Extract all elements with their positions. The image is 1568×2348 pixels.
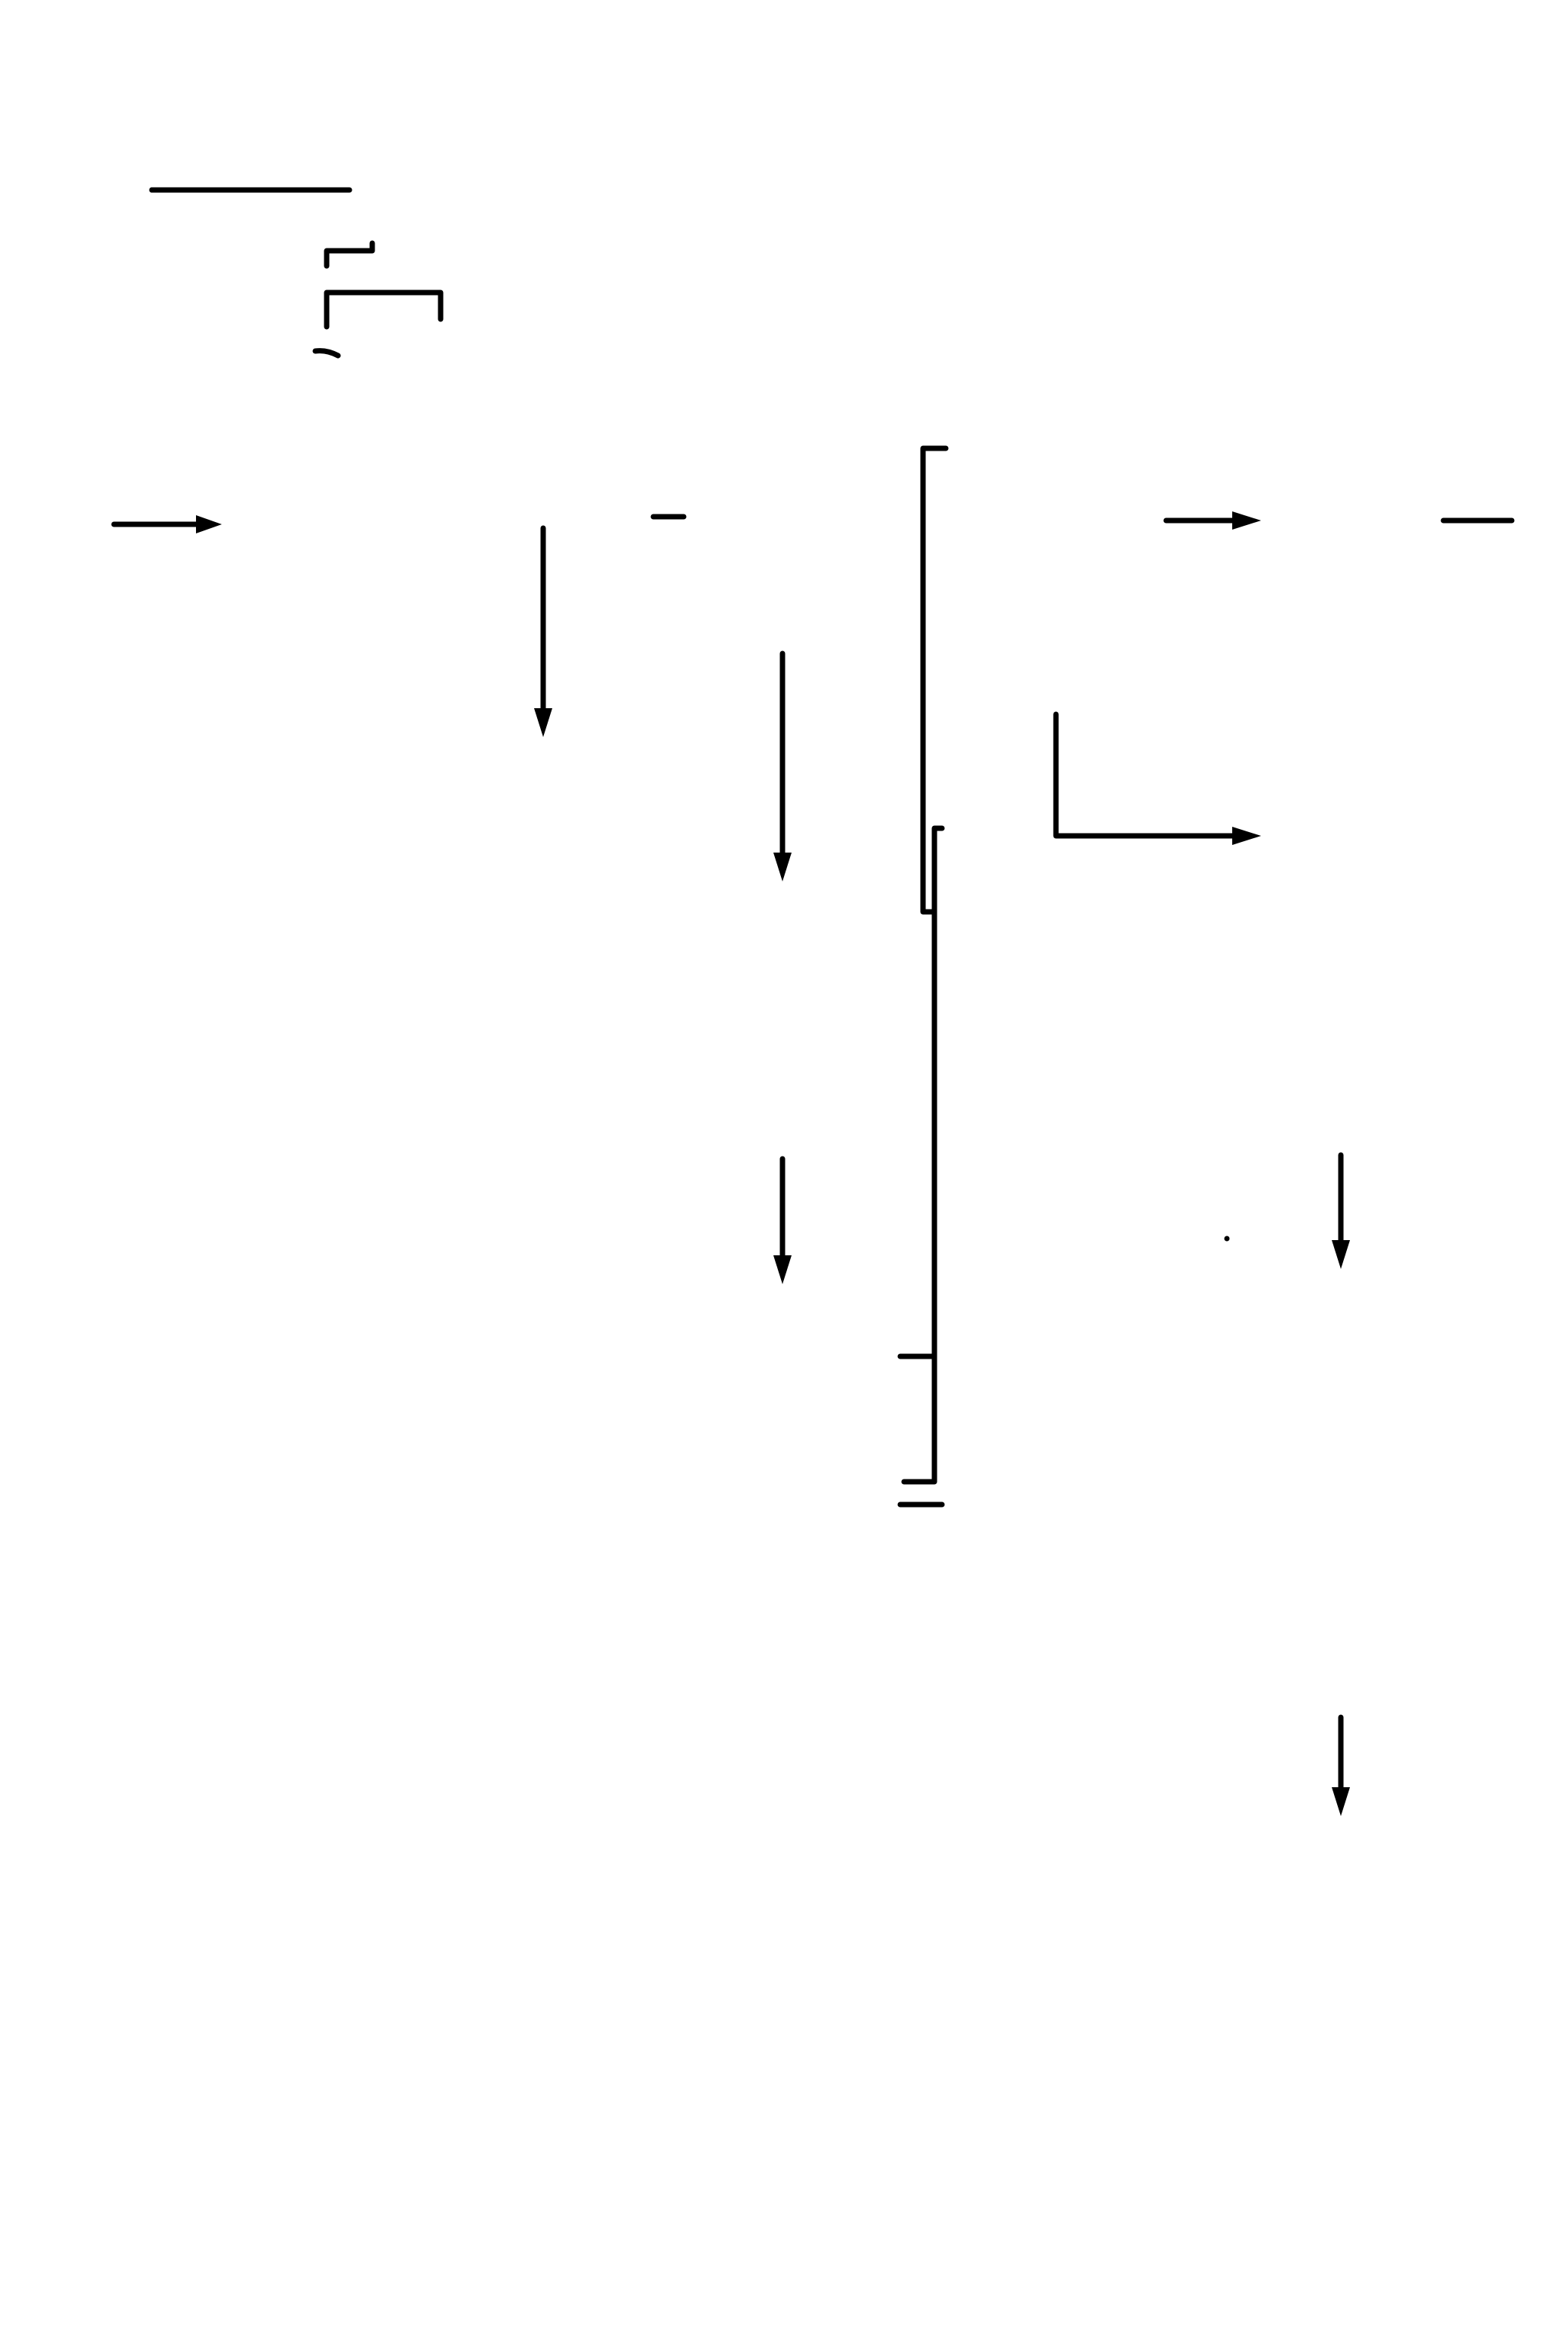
arrowhead-753: [534, 708, 552, 737]
entry-tick: [315, 351, 338, 356]
line-712-no: [1056, 714, 1246, 836]
arrowhead-719: [1332, 1787, 1350, 1816]
entry-to-708: [327, 243, 372, 266]
arrowhead-711: [773, 1255, 792, 1284]
arrowhead-717: [1232, 827, 1261, 845]
line-to-712: [900, 448, 946, 1356]
entry-connector: [327, 293, 441, 327]
arrowhead-718: [1332, 1240, 1350, 1269]
arrowhead-752: [196, 515, 222, 533]
arrowhead-713: [1232, 511, 1261, 530]
arrowhead-710: [773, 853, 792, 881]
